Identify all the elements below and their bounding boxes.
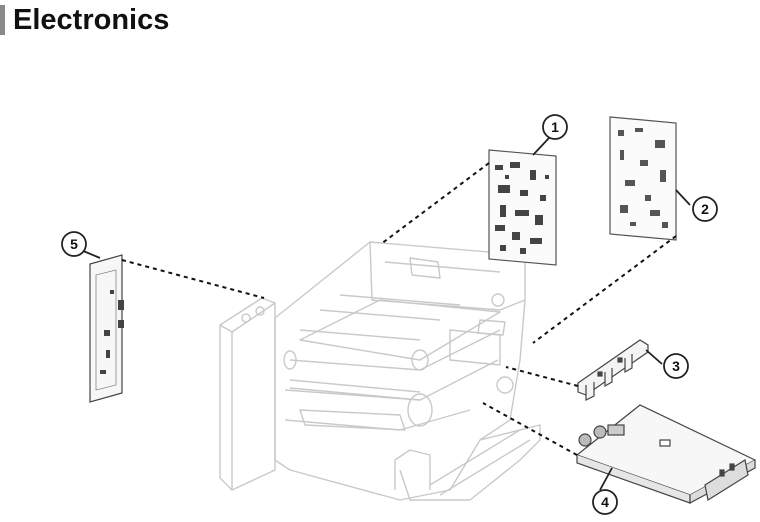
svg-text:3: 3 [672, 358, 680, 374]
svg-text:2: 2 [701, 201, 709, 217]
leader-line-5 [121, 259, 265, 299]
callout-5: 5 [61, 231, 87, 257]
svg-text:1: 1 [551, 119, 559, 135]
leader-lines [121, 162, 677, 456]
callout-2: 2 [692, 196, 718, 222]
leader-line-1 [380, 162, 490, 245]
part-1-board [488, 149, 557, 266]
svg-text:4: 4 [601, 494, 609, 510]
page-header: Electronics [0, 0, 169, 40]
part-2-board [609, 116, 677, 241]
callout-3: 3 [663, 353, 689, 379]
exploded-diagram: 1 2 3 4 5 [61, 114, 757, 515]
part-4-assembly [575, 404, 757, 505]
printer-chassis [219, 241, 541, 501]
page-title: Electronics [13, 3, 170, 36]
svg-text:5: 5 [70, 236, 78, 252]
part-3-bracket [577, 339, 649, 401]
leader-line-4 [482, 402, 578, 456]
callout-4: 4 [592, 489, 618, 515]
leader-line-2 [532, 235, 677, 344]
callout-1: 1 [542, 114, 568, 140]
part-5-board [89, 254, 124, 403]
title-accent-bar [0, 5, 5, 35]
